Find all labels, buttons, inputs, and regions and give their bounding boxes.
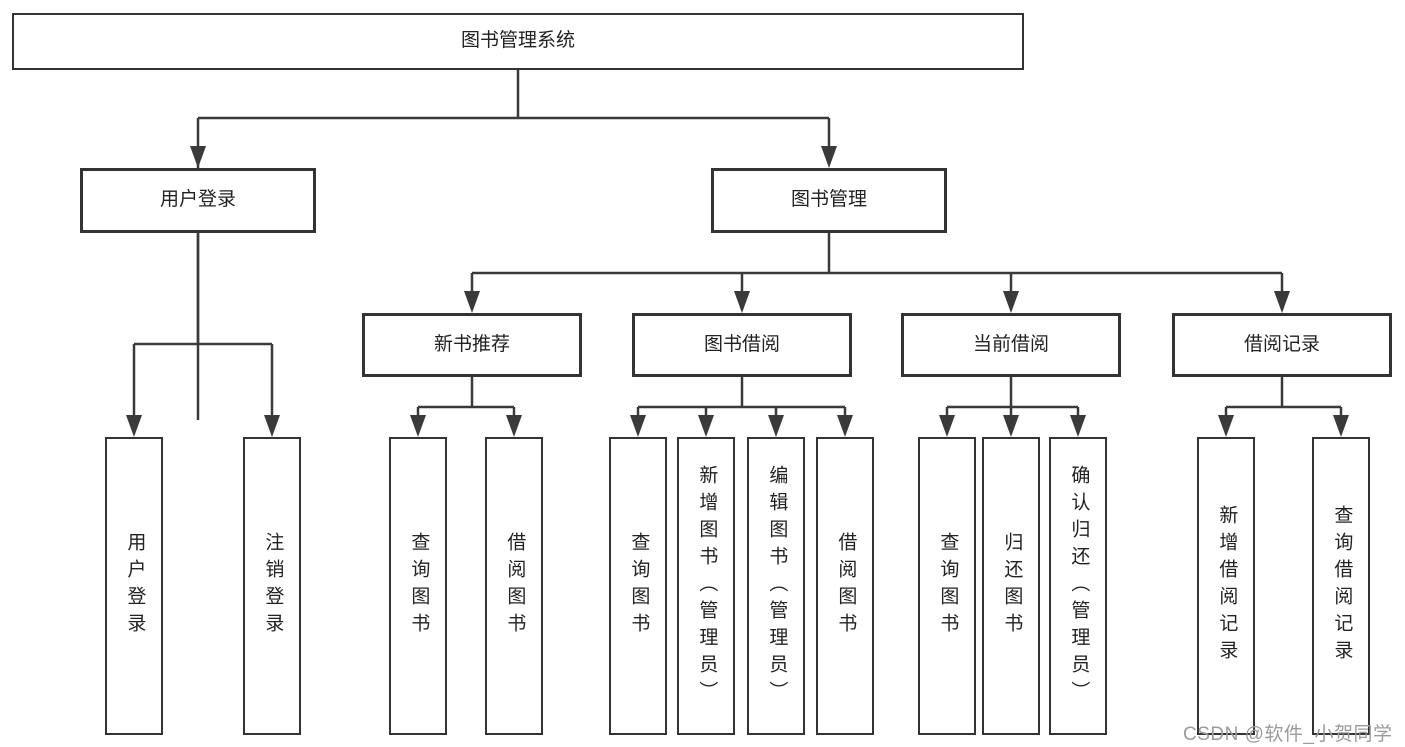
watermark: CSDN @软件_小贺同学 [1183, 724, 1393, 745]
leaf-add-borrow-record-label: 新增借阅记录 [1216, 505, 1238, 667]
leaf-logout: 注销登录 [243, 437, 301, 735]
leaf-borrow-books: 借阅图书 [816, 437, 874, 735]
node-user-login: 用户登录 [80, 168, 316, 233]
node-borrowing-records: 借阅记录 [1172, 313, 1392, 377]
leaf-borrow-books-recommend: 借阅图书 [485, 437, 543, 735]
node-current-borrowing: 当前借阅 [901, 313, 1121, 377]
node-new-book-recommend-label: 新书推荐 [433, 333, 510, 355]
leaf-edit-book-admin: 编辑图书（管理员） [747, 437, 805, 735]
leaf-borrow-books-label: 借阅图书 [835, 532, 857, 640]
leaf-confirm-return-admin-label: 确认归还（管理员） [1068, 464, 1090, 708]
leaf-query-books-recommend: 查询图书 [389, 437, 447, 735]
leaf-query-books-current: 查询图书 [918, 437, 976, 735]
node-library-system-label: 图书管理系统 [460, 30, 575, 52]
node-current-borrowing-label: 当前借阅 [972, 333, 1049, 355]
leaf-confirm-return-admin: 确认归还（管理员） [1049, 437, 1107, 735]
node-library-system: 图书管理系统 [12, 13, 1024, 70]
leaf-query-books-borrow: 查询图书 [609, 437, 667, 735]
leaf-query-books-borrow-label: 查询图书 [628, 532, 650, 640]
leaf-query-borrow-record-label: 查询借阅记录 [1331, 505, 1353, 667]
leaf-edit-book-admin-label: 编辑图书（管理员） [766, 464, 788, 708]
leaf-user-login-label: 用户登录 [124, 532, 146, 640]
leaf-user-login: 用户登录 [105, 437, 163, 735]
node-user-login-label: 用户登录 [159, 189, 236, 211]
leaf-add-borrow-record: 新增借阅记录 [1197, 437, 1255, 735]
leaf-query-books-recommend-label: 查询图书 [408, 532, 430, 640]
node-book-management-label: 图书管理 [790, 189, 867, 211]
leaf-query-borrow-record: 查询借阅记录 [1312, 437, 1370, 735]
node-book-borrowing-label: 图书借阅 [703, 333, 780, 355]
leaf-return-book-label: 归还图书 [1001, 532, 1023, 640]
leaf-borrow-books-recommend-label: 借阅图书 [504, 532, 526, 640]
leaf-return-book: 归还图书 [982, 437, 1040, 735]
node-borrowing-records-label: 借阅记录 [1243, 333, 1320, 355]
node-book-borrowing: 图书借阅 [632, 313, 852, 377]
leaf-query-books-current-label: 查询图书 [937, 532, 959, 640]
leaf-logout-label: 注销登录 [262, 532, 284, 640]
leaf-add-book-admin: 新增图书（管理员） [677, 437, 735, 735]
node-book-management: 图书管理 [711, 168, 947, 233]
node-new-book-recommend: 新书推荐 [362, 313, 582, 377]
leaf-add-book-admin-label: 新增图书（管理员） [696, 464, 718, 708]
